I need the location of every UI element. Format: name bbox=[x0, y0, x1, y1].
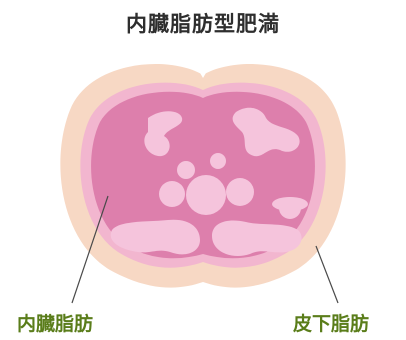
subcutaneous-fat-leader-line bbox=[316, 246, 338, 303]
intestine-small-1 bbox=[210, 153, 226, 169]
intestine-small-3 bbox=[159, 181, 185, 207]
organ-right-cap bbox=[272, 197, 308, 211]
intestine-small-4 bbox=[226, 178, 254, 206]
subcutaneous-fat-label: 皮下脂肪 bbox=[293, 309, 369, 336]
intestine-large-center bbox=[186, 175, 226, 215]
intestine-small-2 bbox=[177, 161, 195, 179]
visceral-fat-label: 内臓脂肪 bbox=[17, 309, 93, 336]
